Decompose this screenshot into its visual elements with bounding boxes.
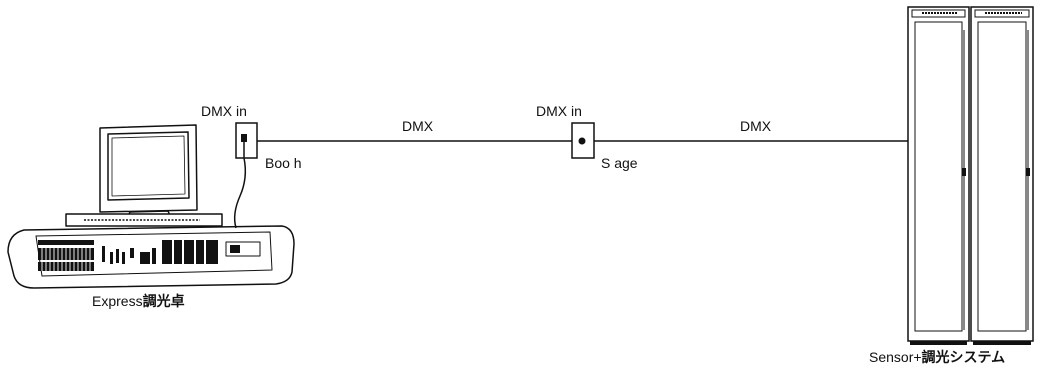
- stage-dmx-in-label: DMX in: [536, 103, 582, 119]
- console-keypad: [162, 240, 218, 264]
- dimmer-rack-left-icon: [907, 6, 970, 345]
- stage-label: S age: [601, 155, 638, 171]
- rack-caption-jp: 調光システム: [921, 349, 1006, 365]
- stage-dmx-socket-icon: [571, 122, 595, 159]
- monitor-icon: [99, 124, 198, 222]
- console-caption-jp: 調光卓: [142, 293, 185, 309]
- console-controls: [102, 246, 156, 264]
- booth-dmx-in-label: DMX in: [201, 103, 247, 119]
- booth-drop-cable: [233, 157, 247, 229]
- console-caption-latin: Express: [92, 293, 143, 309]
- rack-caption: Sensor+調光システム: [869, 349, 1005, 365]
- booth-label: Boo h: [265, 155, 302, 171]
- booth-dmx-socket-icon: [235, 122, 258, 159]
- dmx-cable-label-2: DMX: [740, 118, 772, 134]
- rack-caption-latin: Sensor+: [869, 349, 922, 365]
- console-caption: Express調光卓: [92, 293, 185, 309]
- lighting-console-icon: [7, 124, 295, 289]
- dimmer-rack-right-icon: [970, 6, 1034, 345]
- dmx-cable-label-1: DMX: [402, 118, 434, 134]
